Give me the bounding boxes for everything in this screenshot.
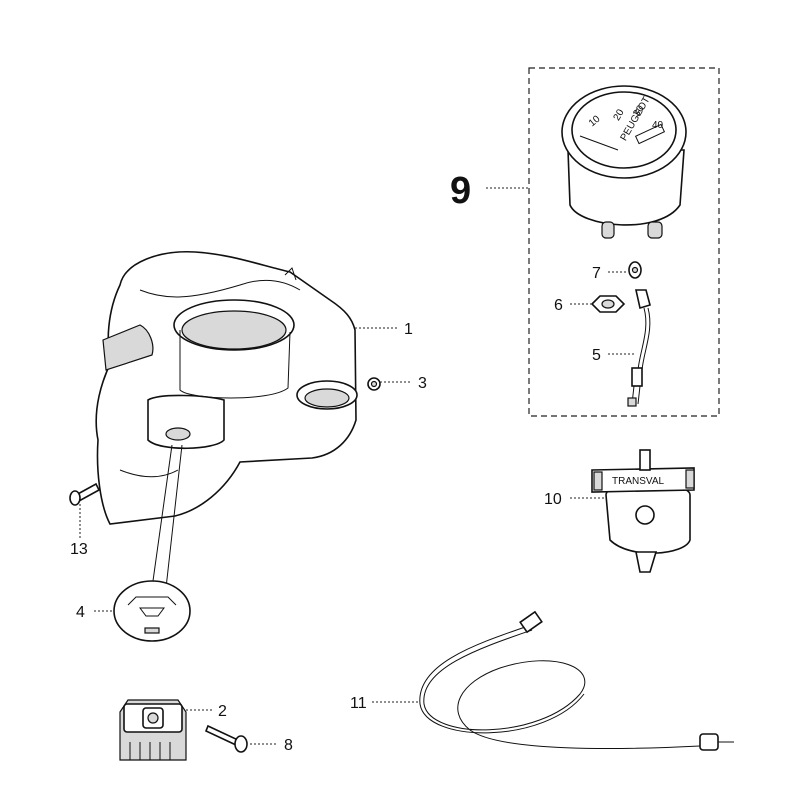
callout-6: 6 <box>554 297 563 314</box>
bulb-socket-part-5 <box>627 289 651 407</box>
callout-3: 3 <box>418 375 427 392</box>
speedo-drive-part-10: TRANSVAL <box>591 449 695 573</box>
connector-block-part-2 <box>119 699 187 761</box>
callout-4: 4 <box>76 604 85 621</box>
handlebar-cover-part-1 <box>95 251 358 589</box>
callout-8: 8 <box>284 737 293 754</box>
speedometer-cable-part-11 <box>419 610 734 751</box>
callout-7: 7 <box>592 265 601 282</box>
gauge-scale-20: 20 <box>612 107 627 123</box>
callout-9: 9 <box>450 170 471 212</box>
callout-13: 13 <box>70 541 88 558</box>
speedometer-gauge: 10 20 30 40 PEUGEOT <box>561 85 687 239</box>
bulb-holder-part-7 <box>628 261 642 279</box>
callout-1: 1 <box>404 321 413 338</box>
callout-5: 5 <box>592 347 601 364</box>
callout-11: 11 <box>350 695 367 712</box>
sensor-brand: TRANSVAL <box>612 476 664 487</box>
nut-part-6 <box>590 295 626 313</box>
callout-10: 10 <box>544 491 562 508</box>
screw-part-13 <box>69 482 101 506</box>
indicator-lamp-part-4 <box>113 580 191 642</box>
callout-2: 2 <box>218 703 227 720</box>
speedometer-kit-box <box>528 67 720 417</box>
screw-part-8 <box>204 724 248 753</box>
clip-part-3 <box>367 377 381 391</box>
